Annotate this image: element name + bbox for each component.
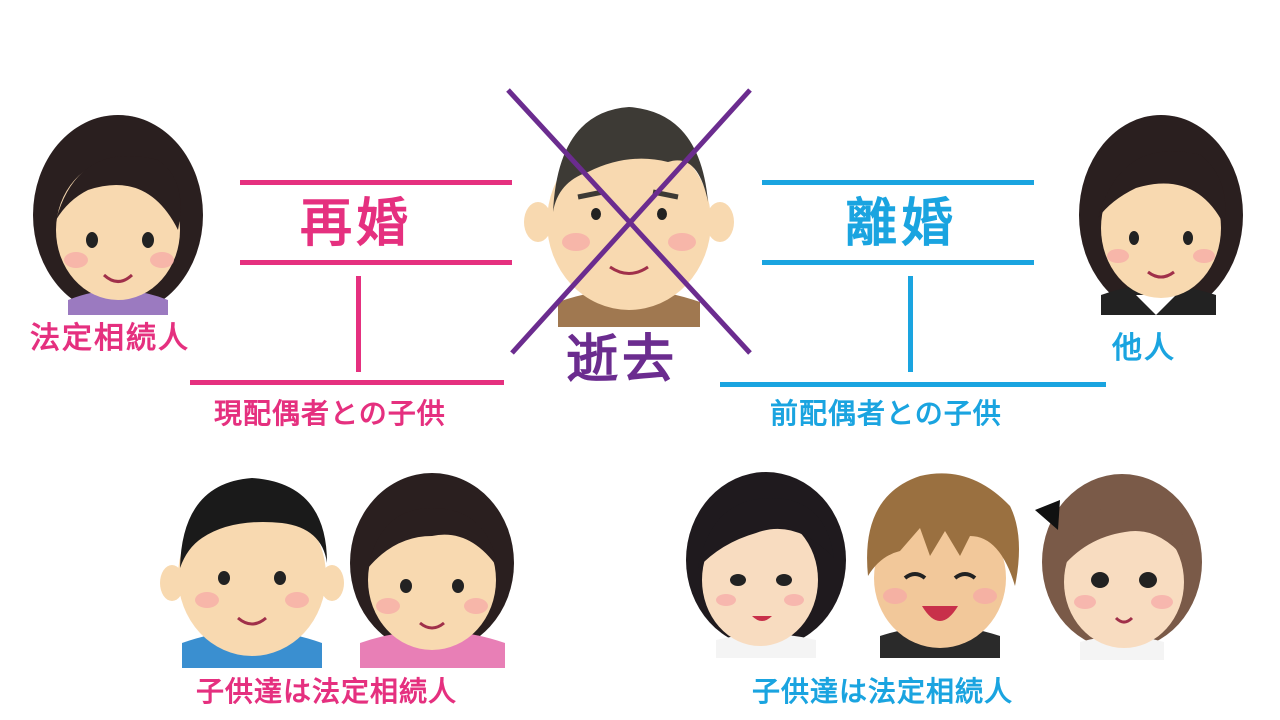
woman-face-icon (1079, 115, 1243, 315)
divorce-line-bottom (762, 260, 1034, 265)
remarriage-label: 再婚 (300, 194, 413, 254)
current-children-horizontal-line (190, 380, 504, 385)
deceased-label: 逝去 (566, 330, 679, 390)
former-children-vertical-line (908, 276, 913, 372)
former-children-horizontal-line (720, 382, 1106, 387)
young-woman-face-icon (1035, 474, 1202, 660)
current-children-vertical-line (356, 276, 361, 372)
divorce-line-top (762, 180, 1034, 185)
children-heirs-label-right: 子供達は法定相続人 (752, 675, 1014, 708)
divorce-label: 離婚 (845, 194, 958, 254)
deceased-cross-icon (506, 88, 752, 355)
remarriage-line-bottom (240, 260, 512, 265)
girl-face-icon (350, 473, 514, 668)
former-spouse-children-label: 前配偶者との子供 (770, 397, 1002, 430)
boy-face-icon (160, 478, 344, 668)
young-woman-face-icon (686, 472, 846, 658)
legal-heir-label: 法定相続人 (30, 321, 190, 356)
children-heirs-label-left: 子供達は法定相続人 (196, 675, 458, 708)
current-spouse-children-label: 現配偶者との子供 (214, 397, 446, 430)
woman-face-icon (33, 115, 203, 315)
stranger-label: 他人 (1112, 331, 1176, 366)
remarriage-line-top (240, 180, 512, 185)
young-man-face-icon (867, 473, 1019, 658)
